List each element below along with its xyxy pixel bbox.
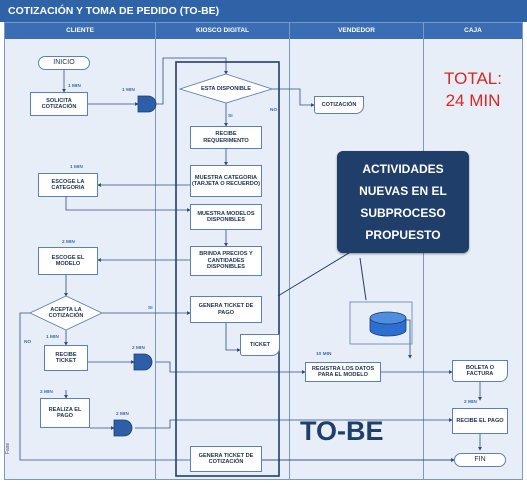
delay-gate-icon <box>137 95 157 113</box>
lane-header-cliente: CLIENTE <box>5 23 155 39</box>
recibe-pago-box: RECIBE EL PAGO <box>452 408 508 434</box>
time-label: 1 MIN <box>68 84 81 89</box>
diagram-title: COTIZACIÓN Y TOMA DE PEDIDO (TO-BE) <box>0 0 527 22</box>
boleta-factura-document: BOLETA O FACTURA <box>452 360 508 382</box>
esta-disponible-decision: ESTA DISPONIBLE <box>200 85 252 92</box>
time-label: 1 MIN <box>70 165 83 170</box>
decision-diamond <box>178 73 274 104</box>
time-label: 2 MIN <box>132 346 145 351</box>
recibe-requerimento-box: RECIBE REQUERIMENTO <box>190 126 262 149</box>
lane-header-vendedor: VENDEDOR <box>290 23 423 39</box>
total-label: TOTAL: <box>444 69 502 88</box>
escoge-categoria-box: ESCOGE LA CATEGORIA <box>38 173 98 197</box>
kiosk-highlight-frame <box>175 61 280 477</box>
delay-gate-icon <box>113 419 133 437</box>
lane-divider <box>289 23 290 479</box>
phase-side-label: Fase <box>5 442 11 454</box>
brinda-precios-box: BRINDA PRECIOS Y CANTIDADES DISPONIBLES <box>190 246 262 276</box>
muestra-categoria-box: MUESTRA CATEGORIA (TARJETA O RECUERDO) <box>190 165 262 197</box>
solicita-cotizacion-box: SOLICITA COTIZACIÓN <box>30 92 88 116</box>
time-label: 2 MIN <box>62 240 75 245</box>
flow-label-no: NO <box>24 340 32 345</box>
total-time: TOTAL: 24 MIN <box>430 68 516 112</box>
escoge-modelo-box: ESCOGE EL MODELO <box>38 247 98 275</box>
new-activities-callout: ACTIVIDADES NUEVAS EN EL SUBPROCESO PROP… <box>337 151 469 253</box>
time-label: 2 MIN <box>116 412 129 417</box>
lane-divider <box>155 23 156 479</box>
cotizacion-document: COTIZACIÓN <box>314 96 364 114</box>
to-be-label: TO-BE <box>300 416 384 446</box>
flow-label-si: SI <box>228 114 233 119</box>
delay-gate-icon <box>133 353 153 371</box>
acepta-cotizacion-decision: ACEPTA LA COTIZACIÓN <box>48 306 84 319</box>
registra-datos-box: REGISTRA LOS DATOS PARA EL MODELO <box>305 362 381 382</box>
time-label: 10 MIN <box>316 352 332 357</box>
recibe-ticket-box: RECIBE TICKET <box>44 345 88 371</box>
genera-ticket-pago-box: GENERA TICKET DE PAGO <box>190 296 262 323</box>
total-value: 24 MIN <box>445 91 501 110</box>
realiza-pago-box: REALIZA EL PAGO <box>40 398 90 428</box>
decision-diamond <box>28 295 104 331</box>
database-icon <box>369 311 407 337</box>
lane-header-kiosco: KIOSCO DIGITAL <box>156 23 289 39</box>
genera-ticket-cotizacion-box: GENERA TICKET DE COTIZACIÓN <box>190 446 262 472</box>
lane-header-caja: CAJA <box>424 23 522 39</box>
time-label: 1 MIN <box>122 88 135 93</box>
time-label: 2 MIN <box>40 390 53 395</box>
ticket-document: TICKET <box>240 334 280 356</box>
flow-label-no: NO <box>270 108 278 113</box>
time-label: 2 MIN <box>464 400 477 405</box>
start-node: INICIO <box>38 56 90 70</box>
end-node: FIN <box>454 453 506 467</box>
time-label: 1 MIN <box>46 335 59 340</box>
flow-label-si: SI <box>148 306 153 311</box>
muestra-modelos-box: MUESTRA MODELOS DISPONIBLES <box>190 204 262 230</box>
